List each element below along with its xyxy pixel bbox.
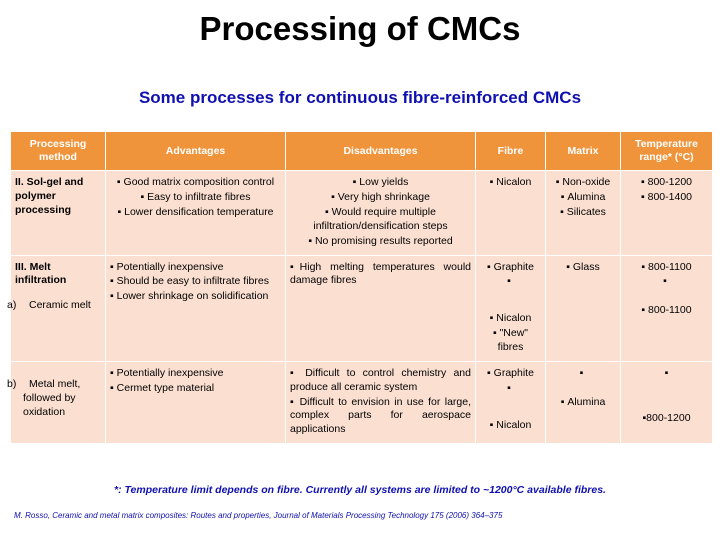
cell-disadvantages: High melting temperatures would damage f… (285, 254, 476, 362)
fibre-list: Graphite Nicalon (480, 367, 541, 433)
processes-table-wrapper: Processing method Advantages Disadvantag… (7, 130, 713, 445)
method-subitem-label: b) (7, 377, 17, 390)
advantages-list: Good matrix composition control Easy to … (110, 176, 281, 220)
list-item: Nicalon (480, 312, 541, 326)
page-title: Processing of CMCs (199, 10, 521, 47)
temperature-list: 800-1200 800-1400 (625, 176, 708, 205)
list-item: 800-1100 (625, 304, 708, 318)
list-item: Lower shrinkage on solidification (110, 290, 281, 304)
method-subitem-text: Ceramic melt (29, 299, 91, 312)
cell-advantages: Potentially inexpensive Cermet type mate… (105, 360, 286, 445)
table-row: b) Metal melt, followed by oxidation Pote… (7, 360, 713, 445)
column-header-disadvantages: Disadvantages (285, 130, 476, 172)
spacer (625, 381, 708, 411)
list-item: "New" fibres (480, 327, 541, 355)
list-item: High melting temperatures would damage f… (290, 261, 471, 289)
spacer (480, 396, 541, 418)
list-item: Would require multiple infiltration/dens… (290, 206, 471, 234)
fibre-list: Nicalon (480, 176, 541, 190)
list-item: Alumina (550, 191, 616, 205)
fibre-list: Graphite Nicalon "New" fibres (480, 261, 541, 355)
list-item: Easy to infiltrate fibres (110, 191, 281, 205)
matrix-list: Glass (550, 261, 616, 275)
cell-disadvantages: Low yields Very high shrinkage Would req… (285, 170, 476, 256)
list-item: Silicates (550, 206, 616, 220)
list-item (550, 367, 616, 395)
column-header-temperature-range: Temperature range* (°C) (620, 130, 713, 172)
list-item: Nicalon (480, 419, 541, 433)
matrix-list: Alumina (550, 367, 616, 410)
cell-processing-method: b) Metal melt, followed by oxidation (7, 360, 106, 445)
citation-reference: M. Rosso, Ceramic and metal matrix compo… (14, 511, 503, 520)
page-subtitle: Some processes for continuous fibre-rein… (138, 88, 582, 107)
method-title: III. Melt infiltration (15, 260, 67, 287)
list-item: Difficult to envision in use for large, … (290, 396, 471, 438)
list-item: Lower densification temperature (110, 206, 281, 220)
disadvantages-list: Low yields Very high shrinkage Would req… (290, 176, 471, 248)
advantages-list: Potentially inexpensive Cermet type mate… (110, 367, 281, 396)
list-item: Very high shrinkage (290, 191, 471, 205)
list-item: 800-1400 (625, 191, 708, 205)
footnote-temperature-limit: *: Temperature limit depends on fibre. C… (114, 484, 606, 496)
list-item: Should be easy to infiltrate fibres (110, 275, 281, 289)
list-item: Potentially inexpensive (110, 367, 281, 381)
list-item: Glass (550, 261, 616, 275)
cell-disadvantages: Difficult to control chemistry and produ… (285, 360, 476, 445)
list-item: Graphite (480, 261, 541, 275)
cell-processing-method: III. Melt infiltration a) Ceramic melt (7, 254, 106, 362)
list-item (480, 382, 541, 418)
method-subitem: b) Metal melt, followed by oxidation (7, 377, 101, 420)
temperature-list: 800-1200 (625, 367, 708, 426)
advantages-list: Potentially inexpensive Should be easy t… (110, 261, 281, 305)
cell-fibre: Nicalon (475, 170, 546, 256)
list-item: Non-oxide (550, 176, 616, 190)
column-header-advantages: Advantages (105, 130, 286, 172)
matrix-list: Non-oxide Alumina Silicates (550, 176, 616, 220)
column-header-matrix: Matrix (545, 130, 621, 172)
column-header-fibre: Fibre (475, 130, 546, 172)
list-item: Difficult to control chemistry and produ… (290, 367, 471, 395)
list-item: Alumina (550, 396, 616, 410)
list-item (625, 275, 708, 303)
cell-advantages: Good matrix composition control Easy to … (105, 170, 286, 256)
disadvantages-list: Difficult to control chemistry and produ… (290, 367, 471, 437)
table-row: III. Melt infiltration a) Ceramic melt Po… (7, 254, 713, 362)
cell-matrix: Alumina (545, 360, 621, 445)
list-item: 800-1100 (625, 261, 708, 275)
list-item: Nicalon (480, 176, 541, 190)
disadvantages-list: High melting temperatures would damage f… (290, 261, 471, 289)
spacer (480, 289, 541, 311)
list-item: Cermet type material (110, 382, 281, 396)
temperature-list: 800-1100 800-1100 (625, 261, 708, 319)
column-header-processing-method: Processing method (10, 130, 106, 172)
list-item: Graphite (480, 367, 541, 381)
list-item: 800-1200 (625, 412, 708, 426)
list-item: 800-1200 (625, 176, 708, 190)
cell-fibre: Graphite Nicalon (475, 360, 546, 445)
cell-temperature-range: 800-1100 800-1100 (620, 254, 713, 362)
cell-matrix: Glass (545, 254, 621, 362)
method-subitem-text: Metal melt, followed by oxidation (23, 377, 81, 418)
list-item: Potentially inexpensive (110, 261, 281, 275)
table-row: II. Sol-gel and polymer processing Good … (10, 170, 713, 256)
method-subitem-label: a) (7, 299, 17, 312)
list-item (480, 275, 541, 311)
list-item: Good matrix composition control (110, 176, 281, 190)
spacer (550, 381, 616, 395)
method-title: II. Sol-gel and polymer processing (15, 176, 84, 216)
cell-fibre: Graphite Nicalon "New" fibres (475, 254, 546, 362)
cell-matrix: Non-oxide Alumina Silicates (545, 170, 621, 256)
table-header-row: Processing method Advantages Disadvantag… (10, 130, 713, 172)
cell-temperature-range: 800-1200 (620, 360, 713, 445)
processes-table: Processing method Advantages Disadvantag… (7, 130, 713, 445)
list-item: Low yields (290, 176, 471, 190)
cell-temperature-range: 800-1200 800-1400 (620, 170, 713, 256)
list-item: No promising results reported (290, 235, 471, 249)
method-subitem: a) Ceramic melt (7, 299, 101, 313)
spacer (625, 289, 708, 303)
cell-processing-method: II. Sol-gel and polymer processing (10, 170, 106, 256)
cell-advantages: Potentially inexpensive Should be easy t… (105, 254, 286, 362)
list-item (625, 367, 708, 411)
